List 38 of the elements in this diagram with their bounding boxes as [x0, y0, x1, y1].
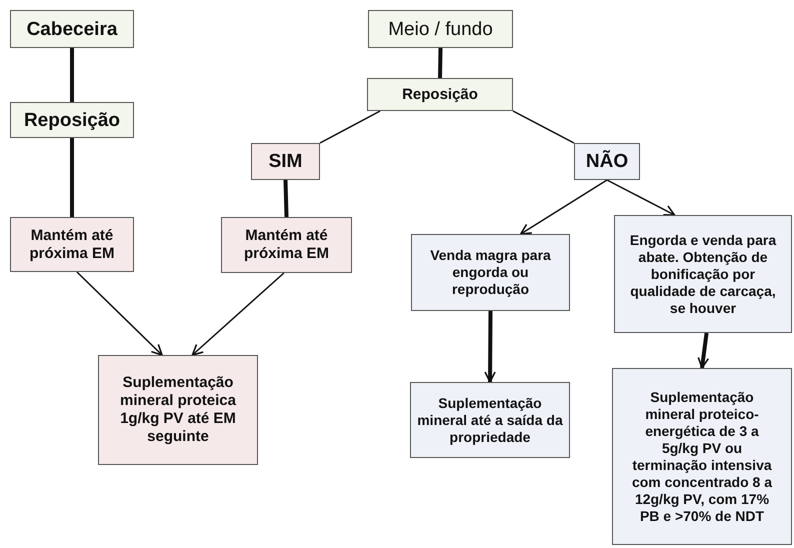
- box-text: Venda magra para engorda ou reprodução: [429, 246, 552, 299]
- box-text: Suplementação mineral proteica 1g/kg PV até EM seguinte: [119, 373, 237, 447]
- box-text: Suplementação mineral até a saída da propriedade: [416, 394, 564, 447]
- process-box: [574, 143, 640, 180]
- box-text: Reposição: [401, 84, 479, 104]
- box-text: Suplementação mineral proteico-energética de 3 a 5g/kg PV ou terminação intensiva com concentrado 8 a 12g/kg PV, com 17% PB e >70% de NDT: [630, 388, 774, 526]
- connector-line: [320, 110, 380, 144]
- box-text: Reposição: [22, 108, 122, 132]
- process-box: [411, 234, 570, 311]
- process-box: [98, 355, 258, 465]
- header-box: [368, 10, 513, 48]
- process-box: [410, 382, 570, 458]
- arrow: [76, 271, 163, 356]
- arrow: [606, 179, 676, 216]
- process-box: [614, 215, 792, 333]
- box-text: Mantém até próxima EM: [242, 226, 330, 264]
- box-text: Engorda e venda para abate. Obtenção de bonificação por qualidade de carcaça, se houver: [628, 230, 778, 318]
- connector-line: [70, 138, 74, 217]
- box-text: Meio / fundo: [387, 18, 494, 42]
- process-box: [612, 368, 792, 545]
- connector-line: [512, 110, 574, 144]
- process-box: [251, 143, 320, 180]
- arrow: [520, 179, 608, 235]
- arrow: [192, 272, 284, 356]
- header-box: [10, 102, 134, 138]
- box-text: Cabeceira: [26, 18, 118, 42]
- arrow: [484, 310, 496, 383]
- process-box: [221, 217, 352, 273]
- box-text: Mantém até próxima EM: [28, 226, 116, 264]
- box-text: NÃO: [584, 149, 630, 174]
- process-box: [10, 217, 134, 272]
- arrow: [698, 332, 710, 369]
- box-text: SIM: [268, 150, 304, 174]
- header-box: [367, 78, 513, 111]
- connector-line: [284, 180, 288, 218]
- connector-line: [438, 48, 442, 78]
- connector-line: [70, 48, 74, 102]
- header-box: [10, 10, 134, 48]
